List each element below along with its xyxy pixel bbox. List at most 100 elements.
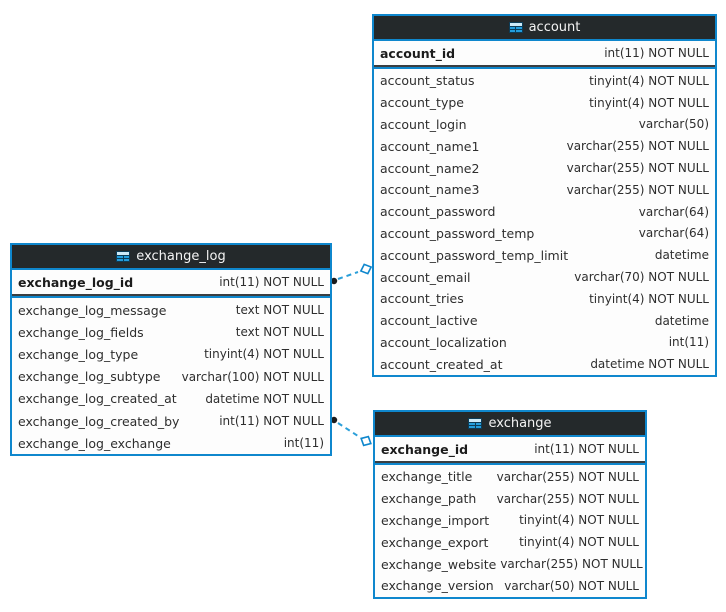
column-name: account_status (380, 73, 475, 89)
table-icon (508, 22, 523, 33)
relation-line (337, 271, 359, 280)
column-name: account_password_temp_limit (380, 247, 569, 263)
column-name: account_password_temp (380, 225, 535, 241)
column-name: exchange_title (381, 469, 473, 485)
table-row: account_password varchar(64) (374, 201, 715, 223)
primary-key-row: exchange_log_id int(11) NOT NULL (12, 270, 330, 296)
column-name: exchange_log_subtype (18, 369, 161, 385)
column-type: varchar(255) NOT NULL (566, 182, 709, 197)
column-type: text NOT NULL (235, 303, 324, 318)
table-icon (468, 418, 483, 429)
column-name: account_password (380, 204, 496, 220)
column-type: varchar(64) (638, 204, 709, 219)
column-name: exchange_log_fields (18, 324, 144, 340)
table-row: exchange_path varchar(255) NOT NULL (375, 488, 645, 510)
column-type: varchar(255) NOT NULL (500, 557, 643, 572)
column-name: exchange_website (381, 556, 497, 572)
pk-column-type: int(11) NOT NULL (604, 46, 709, 60)
pk-column-name: exchange_id (381, 441, 469, 457)
table-title: exchange (488, 416, 552, 431)
column-name: account_email (380, 269, 471, 285)
table-row: exchange_log_fields text NOT NULL (12, 321, 330, 343)
column-type: datetime NOT NULL (590, 357, 709, 372)
column-type: tinyint(4) NOT NULL (204, 347, 324, 362)
pk-column-type: int(11) NOT NULL (219, 275, 324, 289)
table-row: account_localization int(11) (374, 332, 715, 354)
column-type: int(11) (668, 335, 709, 350)
relation-exchange-log-exchange (330, 416, 372, 447)
table-row: account_lactive datetime (374, 310, 715, 332)
column-type: datetime (654, 313, 709, 328)
column-name: account_name3 (380, 182, 480, 198)
table-row: exchange_log_type tinyint(4) NOT NULL (12, 343, 330, 365)
pk-column-name: account_id (380, 45, 456, 61)
table-row: exchange_version varchar(50) NOT NULL (375, 575, 645, 597)
column-type: varchar(255) NOT NULL (496, 469, 639, 484)
table-row: account_tries tinyint(4) NOT NULL (374, 288, 715, 310)
pk-column-name: exchange_log_id (18, 274, 134, 290)
table-header[interactable]: exchange_log (12, 245, 330, 270)
column-type: varchar(70) NOT NULL (574, 270, 709, 285)
primary-key-row: account_id int(11) NOT NULL (374, 41, 715, 67)
relation-line (337, 422, 359, 437)
table-exchange[interactable]: exchange exchange_id int(11) NOT NULL ex… (373, 410, 647, 599)
column-name: exchange_log_type (18, 346, 139, 362)
table-row: exchange_log_subtype varchar(100) NOT NUL… (12, 366, 330, 388)
column-type: tinyint(4) NOT NULL (519, 513, 639, 528)
table-row: account_password_temp varchar(64) (374, 223, 715, 245)
column-name: account_localization (380, 334, 507, 350)
table-exchange-log[interactable]: exchange_log exchange_log_id int(11) NOT… (10, 243, 332, 457)
table-account[interactable]: account account_id int(11) NOT NULL acco… (372, 14, 717, 378)
column-name: account_name2 (380, 160, 480, 176)
table-title: account (528, 20, 581, 35)
column-name: exchange_log_exchange (18, 435, 171, 451)
column-name: account_tries (380, 291, 464, 307)
column-type: text NOT NULL (235, 325, 324, 340)
column-type: varchar(100) NOT NULL (181, 369, 324, 384)
table-row: account_name1 varchar(255) NOT NULL (374, 135, 715, 157)
column-name: exchange_log_message (18, 302, 167, 318)
table-header[interactable]: exchange (375, 412, 645, 437)
column-name: exchange_path (381, 491, 477, 507)
column-type: tinyint(4) NOT NULL (589, 73, 709, 88)
column-name: exchange_log_created_at (18, 391, 177, 407)
column-type: varchar(50) (638, 117, 709, 132)
column-name: account_lactive (380, 313, 478, 329)
table-row: account_status tinyint(4) NOT NULL (374, 70, 715, 92)
column-name: account_login (380, 116, 467, 132)
column-type: varchar(255) NOT NULL (566, 139, 709, 154)
column-name: account_type (380, 95, 464, 111)
table-row: exchange_log_message text NOT NULL (12, 299, 330, 321)
column-type: varchar(50) NOT NULL (504, 578, 639, 593)
column-name: exchange_log_created_by (18, 413, 180, 429)
column-type: varchar(255) NOT NULL (496, 491, 639, 506)
table-row: exchange_log_exchange int(11) (12, 432, 330, 454)
pk-column-type: int(11) NOT NULL (534, 442, 639, 456)
column-name: exchange_version (381, 578, 494, 594)
column-name: exchange_import (381, 512, 490, 528)
table-row: account_email varchar(70) NOT NULL (374, 266, 715, 288)
relation-endpoint-diamond (360, 435, 372, 447)
column-type: tinyint(4) NOT NULL (589, 291, 709, 306)
column-name: exchange_export (381, 534, 489, 550)
table-row: account_name3 varchar(255) NOT NULL (374, 179, 715, 201)
column-name: account_created_at (380, 356, 503, 372)
relation-exchange-log-account (330, 263, 373, 285)
relation-endpoint-diamond (359, 263, 373, 275)
table-header[interactable]: account (374, 16, 715, 41)
table-row: account_login varchar(50) (374, 114, 715, 136)
column-type: varchar(64) (638, 226, 709, 241)
table-row: exchange_title varchar(255) NOT NULL (375, 466, 645, 488)
column-name: account_name1 (380, 138, 480, 154)
column-type: int(11) (283, 436, 324, 451)
